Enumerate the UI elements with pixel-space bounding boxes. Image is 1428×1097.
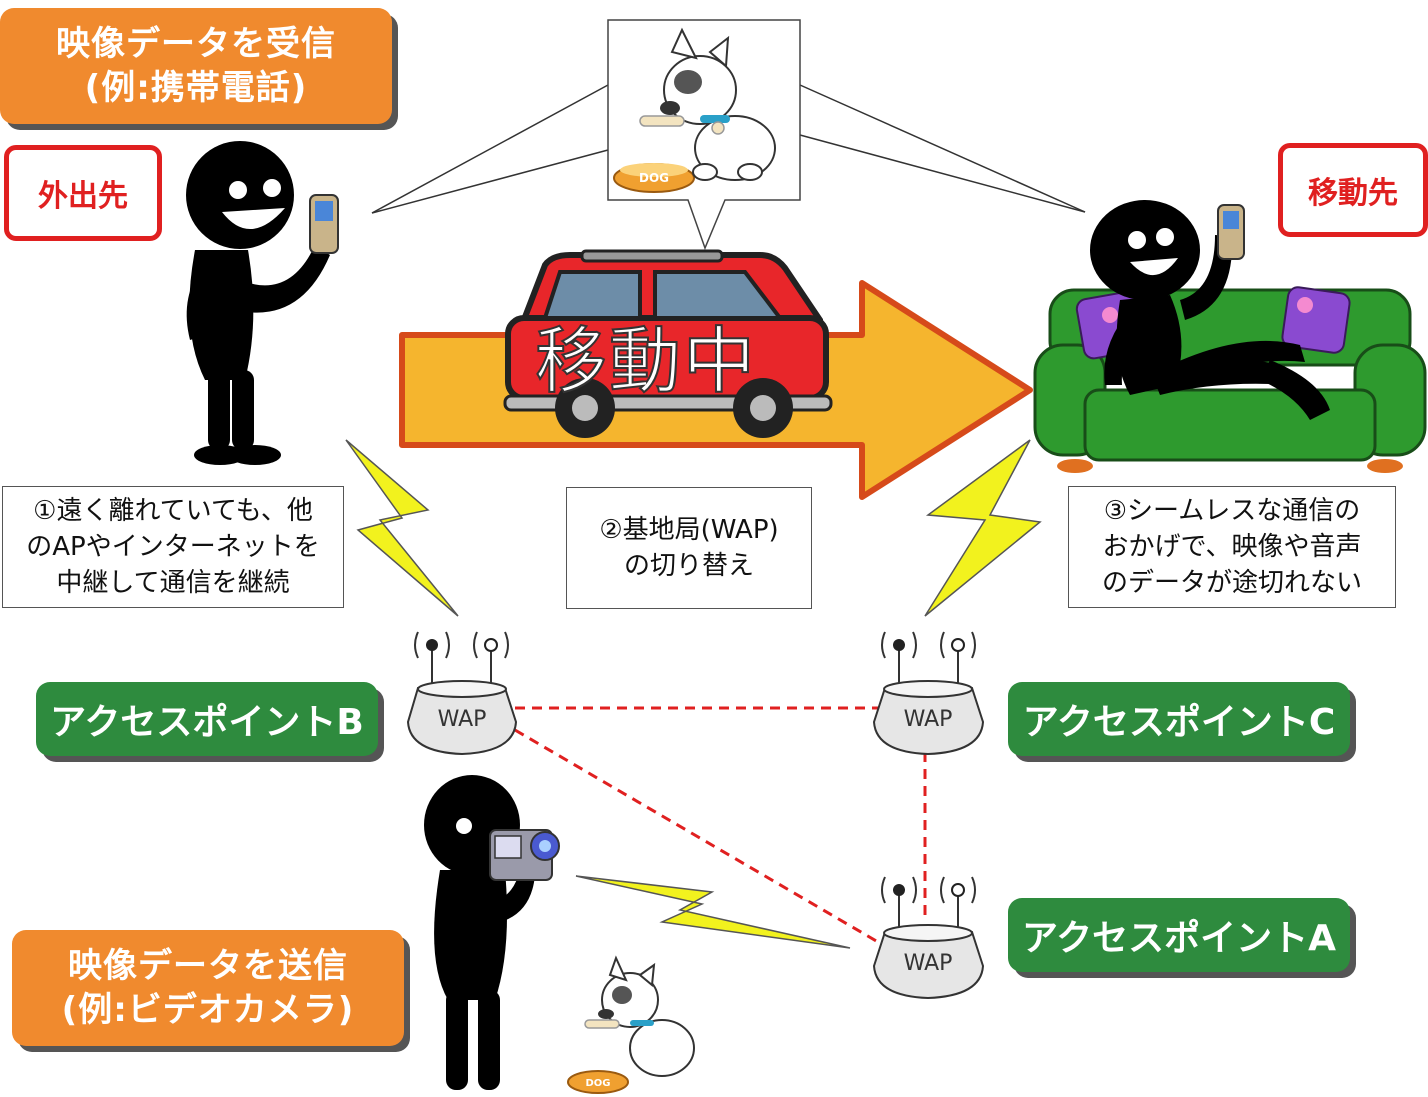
note-handover-line1: ②基地局(WAP) [599, 515, 779, 545]
access-point-c-label: アクセスポイントC [1008, 682, 1350, 756]
wap-router-icon-a [872, 876, 985, 1000]
note-relay-line3: 中継して通信を継続 [56, 568, 290, 598]
send-label-line2: (例:ビデオカメラ) [61, 990, 355, 1030]
note-handover-line2: の切り替え [623, 551, 754, 581]
note-seamless-line1: ③シームレスな通信の [1103, 496, 1361, 526]
car-icon [503, 249, 833, 438]
stick-figure-sofa [1090, 200, 1330, 420]
cell-phone-icon [309, 194, 339, 254]
lightning-bolt-icon [345, 439, 1042, 949]
stick-figure-camera [424, 775, 535, 1090]
note-relay: ①遠く離れていても、他 のAPやインターネットを 中継して通信を継続 [2, 486, 344, 608]
dog-icon-bottom [567, 955, 695, 1094]
face-left [222, 179, 285, 230]
access-point-b-label: アクセスポイントB [36, 682, 378, 756]
origin-label: 外出先 [4, 145, 162, 241]
face-sofa [1128, 228, 1178, 276]
speech-lines [371, 84, 1086, 214]
receive-label-line1: 映像データを受信 [56, 24, 336, 64]
wap-label-a: WAP [904, 951, 953, 976]
note-seamless: ③シームレスな通信の おかげで、映像や音声 のデータが途切れない [1068, 486, 1396, 608]
wap-router-icon-c [872, 631, 985, 756]
note-relay-line2: のAPやインターネットを [26, 532, 320, 562]
ap-links [514, 706, 927, 944]
cell-phone-icon-sofa [1217, 204, 1245, 260]
receive-label-line2: (例:携帯電話) [84, 68, 308, 108]
face-camera [456, 818, 472, 834]
note-handover: ②基地局(WAP) の切り替え [566, 487, 812, 609]
stick-figure-phone-left [186, 141, 330, 465]
video-camera-icon [489, 829, 560, 881]
dog-bowl-label: DOG [639, 171, 669, 185]
wap-label-c: WAP [904, 707, 953, 732]
moving-label: 移動中 [534, 318, 758, 404]
wap-router-icon-b [406, 631, 518, 756]
receive-label: 映像データを受信 (例:携帯電話) [0, 8, 392, 124]
wap-label-b: WAP [438, 707, 487, 732]
note-seamless-line3: のデータが途切れない [1101, 568, 1362, 598]
note-relay-line1: ①遠く離れていても、他 [33, 496, 313, 526]
note-seamless-line2: おかげで、映像や音声 [1102, 532, 1362, 562]
dog-icon [613, 27, 776, 193]
dog-bowl-label-bottom: DOG [585, 1078, 610, 1089]
send-label-line1: 映像データを送信 [68, 946, 348, 986]
access-point-a-label: アクセスポイントA [1008, 898, 1350, 972]
send-label: 映像データを送信 (例:ビデオカメラ) [12, 930, 404, 1046]
destination-label: 移動先 [1278, 143, 1428, 237]
